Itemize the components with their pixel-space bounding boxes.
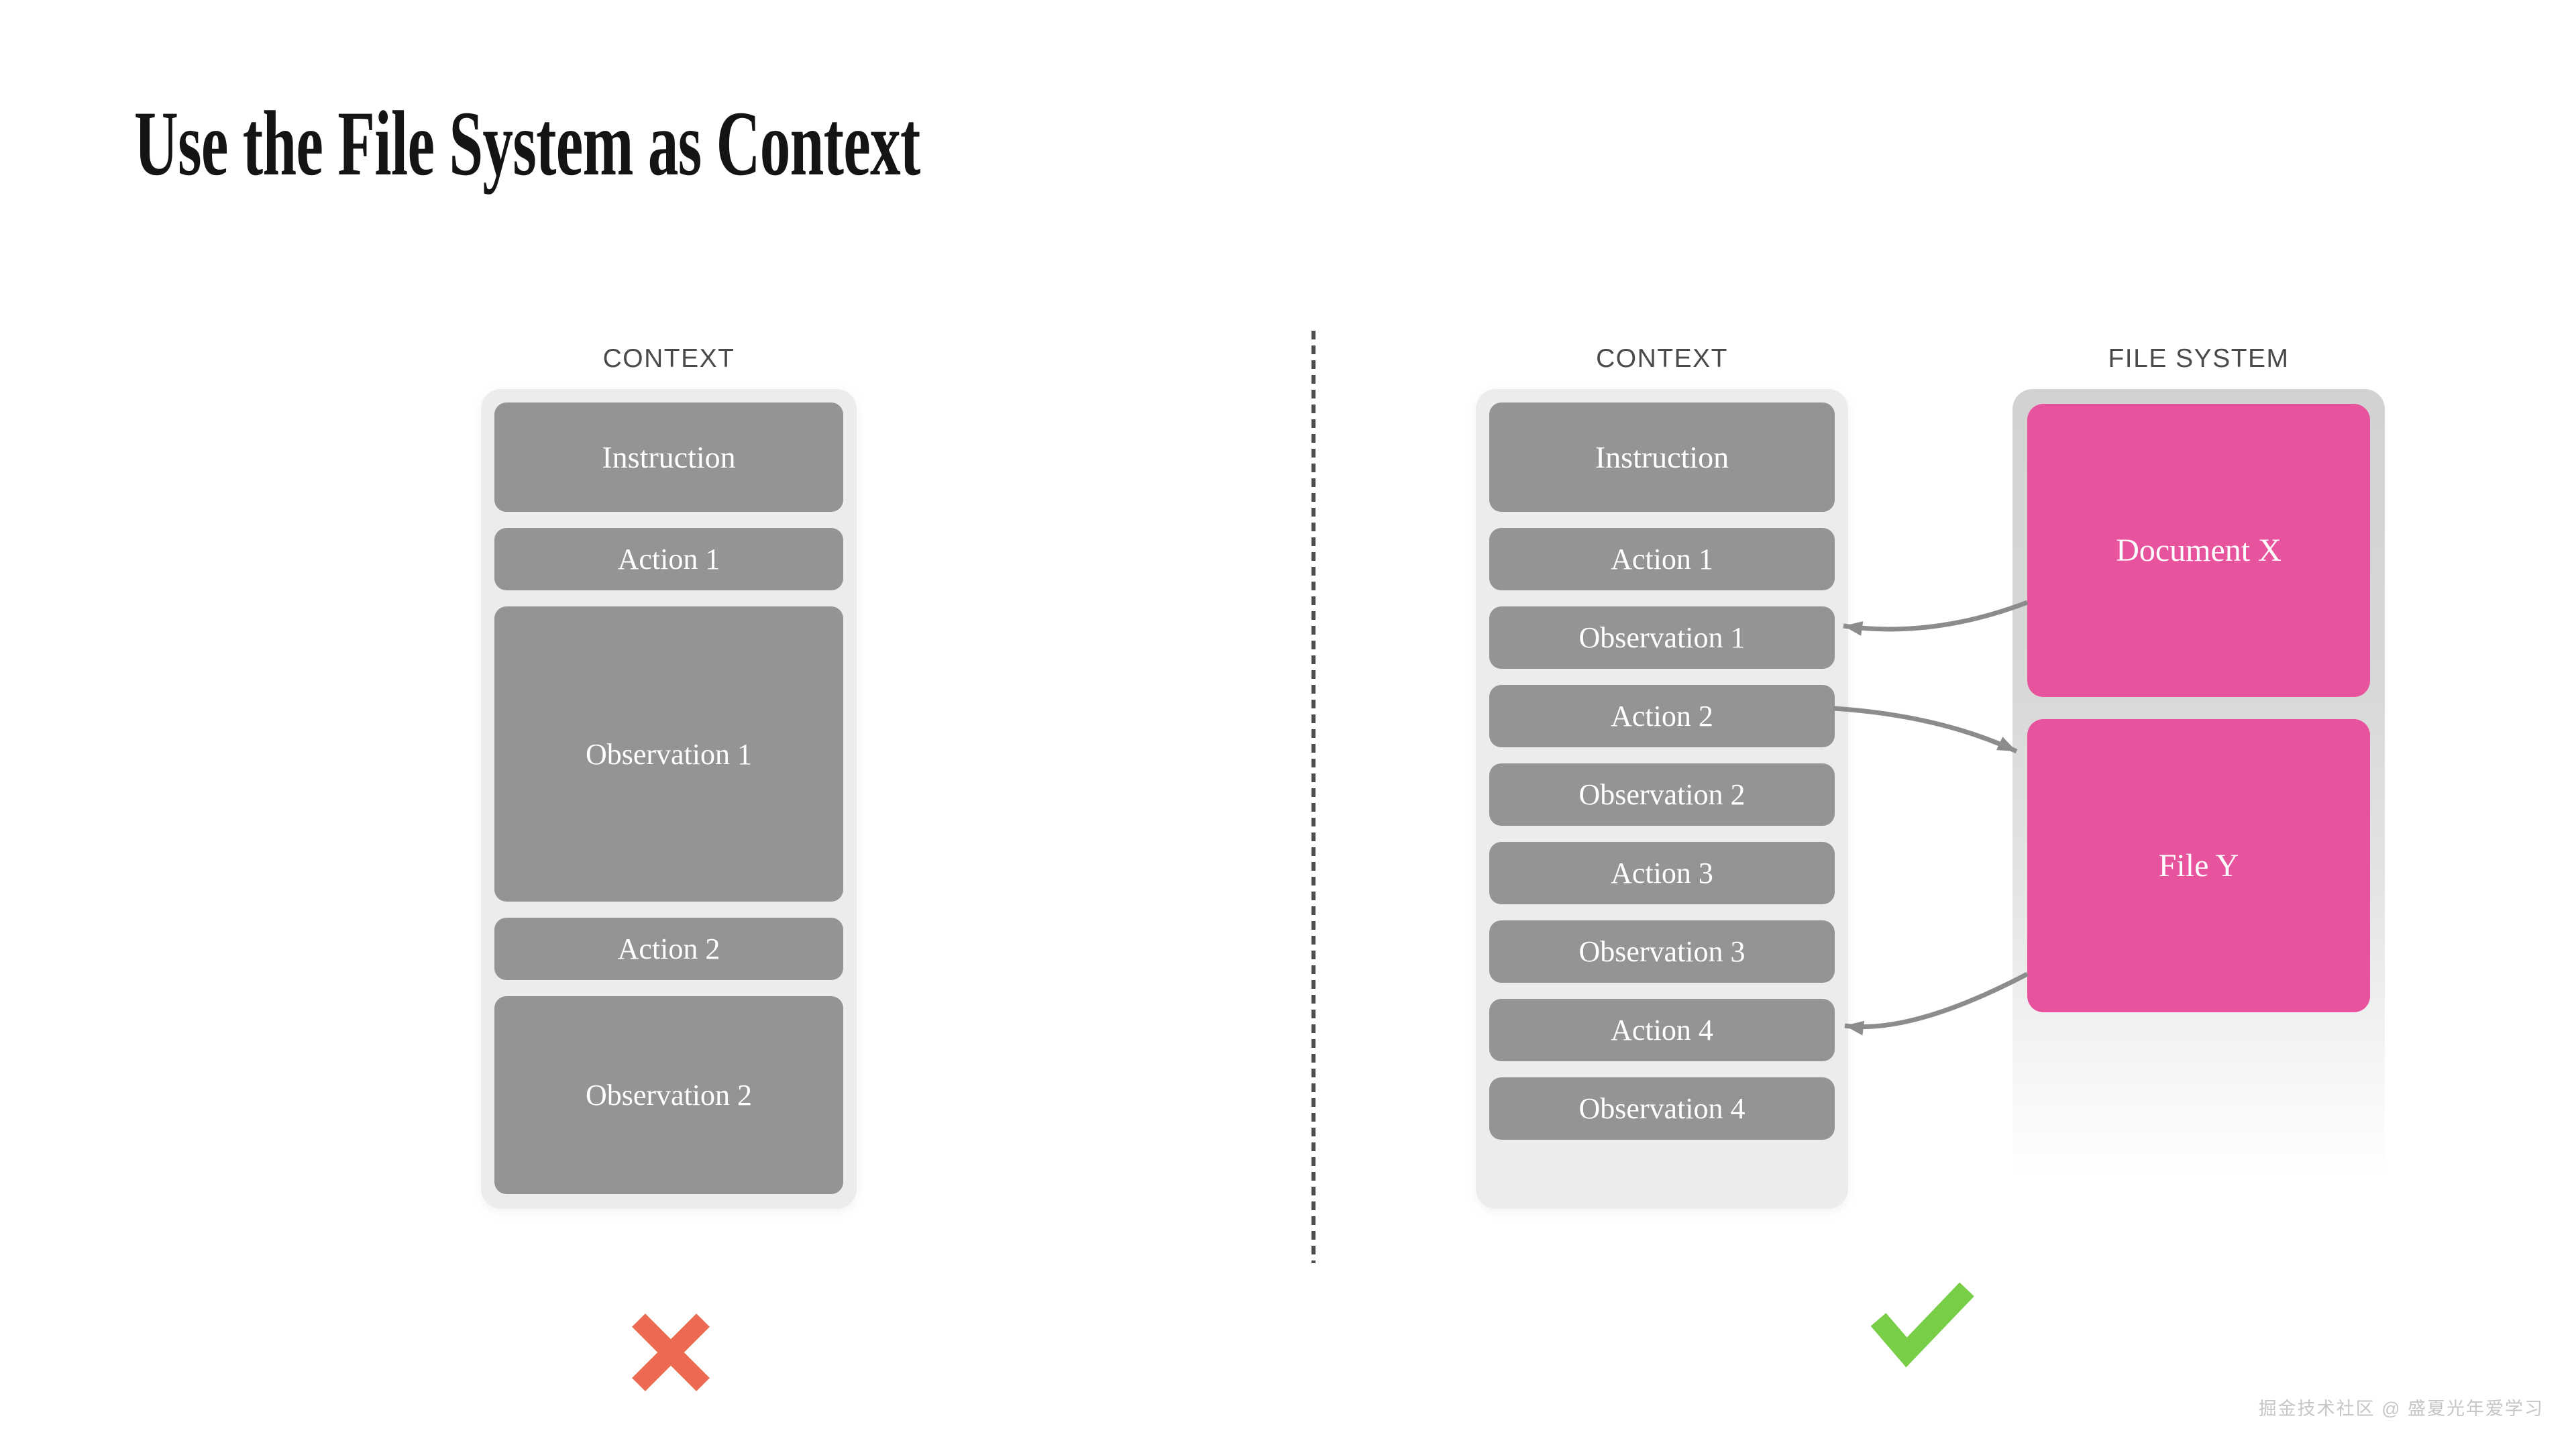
arrow-document-x-to-observation-1 (1843, 600, 2029, 636)
context-box-observation-1: Observation 1 (494, 606, 843, 902)
left-context-panel: Instruction Action 1 Observation 1 Actio… (481, 389, 857, 1209)
left-context-label: CONTEXT (602, 344, 735, 373)
watermark-text: 掘金技术社区 @ 盛夏光年爱学习 (2258, 1399, 2544, 1419)
context-box-action-4: Action 4 (1489, 999, 1835, 1061)
file-box-document-x: Document X (2027, 404, 2370, 697)
page-title: Use the File System as Context (134, 92, 920, 195)
context-box-observation-1: Observation 1 (1489, 606, 1835, 669)
right-context-label: CONTEXT (1596, 344, 1728, 373)
context-box-instruction: Instruction (1489, 402, 1835, 512)
arrow-action-2-to-file-y (1833, 706, 2018, 754)
cross-icon (632, 1313, 710, 1391)
context-box-instruction: Instruction (494, 402, 843, 512)
file-system-panel: Document X File Y (2012, 389, 2385, 1194)
context-box-observation-3: Observation 3 (1489, 920, 1835, 983)
context-box-action-1: Action 1 (494, 528, 843, 590)
context-box-observation-2: Observation 2 (494, 996, 843, 1194)
check-icon (1870, 1282, 1974, 1368)
context-box-observation-2: Observation 2 (1489, 763, 1835, 826)
file-system-label: FILE SYSTEM (2108, 344, 2290, 373)
context-box-action-3: Action 3 (1489, 842, 1835, 904)
file-box-file-y: File Y (2027, 719, 2370, 1012)
right-context-panel: Instruction Action 1 Observation 1 Actio… (1476, 389, 1848, 1209)
context-box-action-1: Action 1 (1489, 528, 1835, 590)
context-box-observation-4: Observation 4 (1489, 1077, 1835, 1140)
context-box-action-2: Action 2 (1489, 685, 1835, 747)
context-box-action-2: Action 2 (494, 918, 843, 980)
arrow-file-y-to-action-4 (1844, 971, 2029, 1036)
